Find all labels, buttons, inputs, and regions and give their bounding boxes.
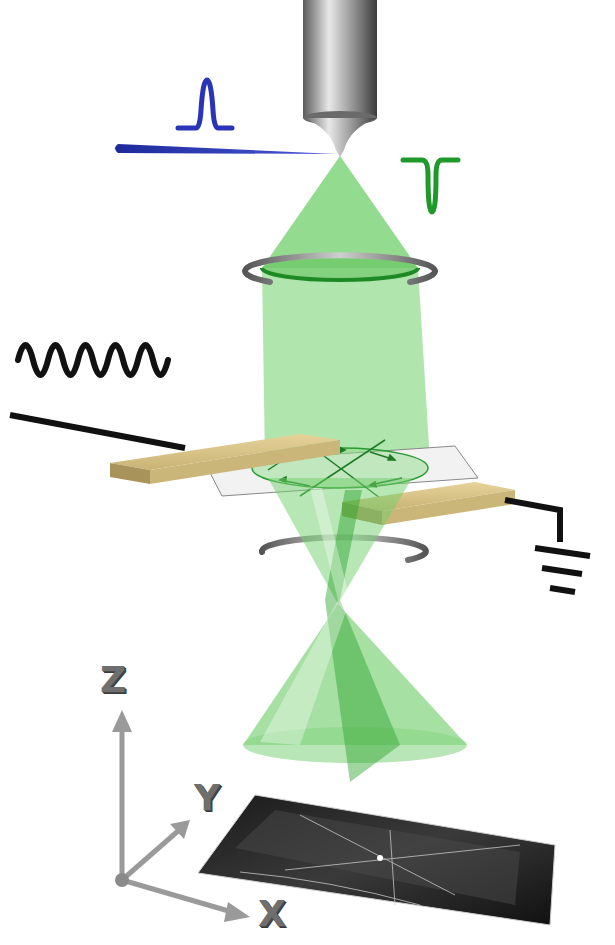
beam-highlight (260, 488, 350, 745)
lens-coil (245, 255, 435, 282)
ground-symbol (505, 500, 590, 592)
axes (112, 710, 250, 922)
electron-gun (303, 0, 377, 157)
axis-label-box: Y (194, 780, 220, 816)
axis-label: Z (100, 662, 126, 698)
axis-label-box: Z (100, 662, 126, 698)
laser-beam (115, 144, 336, 154)
gun-body (303, 0, 377, 118)
electron-cone (262, 156, 418, 268)
left-electrode (110, 434, 340, 484)
gun-tip (303, 118, 377, 157)
electron-pulse-symbol (403, 160, 458, 212)
electron-beam (262, 156, 430, 462)
coil-front (262, 268, 418, 280)
axis-label-box: X (258, 896, 286, 932)
detector-image (198, 795, 562, 930)
laser-pulse-symbol (178, 80, 232, 128)
rf-signal (18, 345, 168, 375)
axis-label: X (258, 896, 286, 932)
signal-wire (10, 415, 185, 448)
axis-label: Y (194, 780, 220, 816)
